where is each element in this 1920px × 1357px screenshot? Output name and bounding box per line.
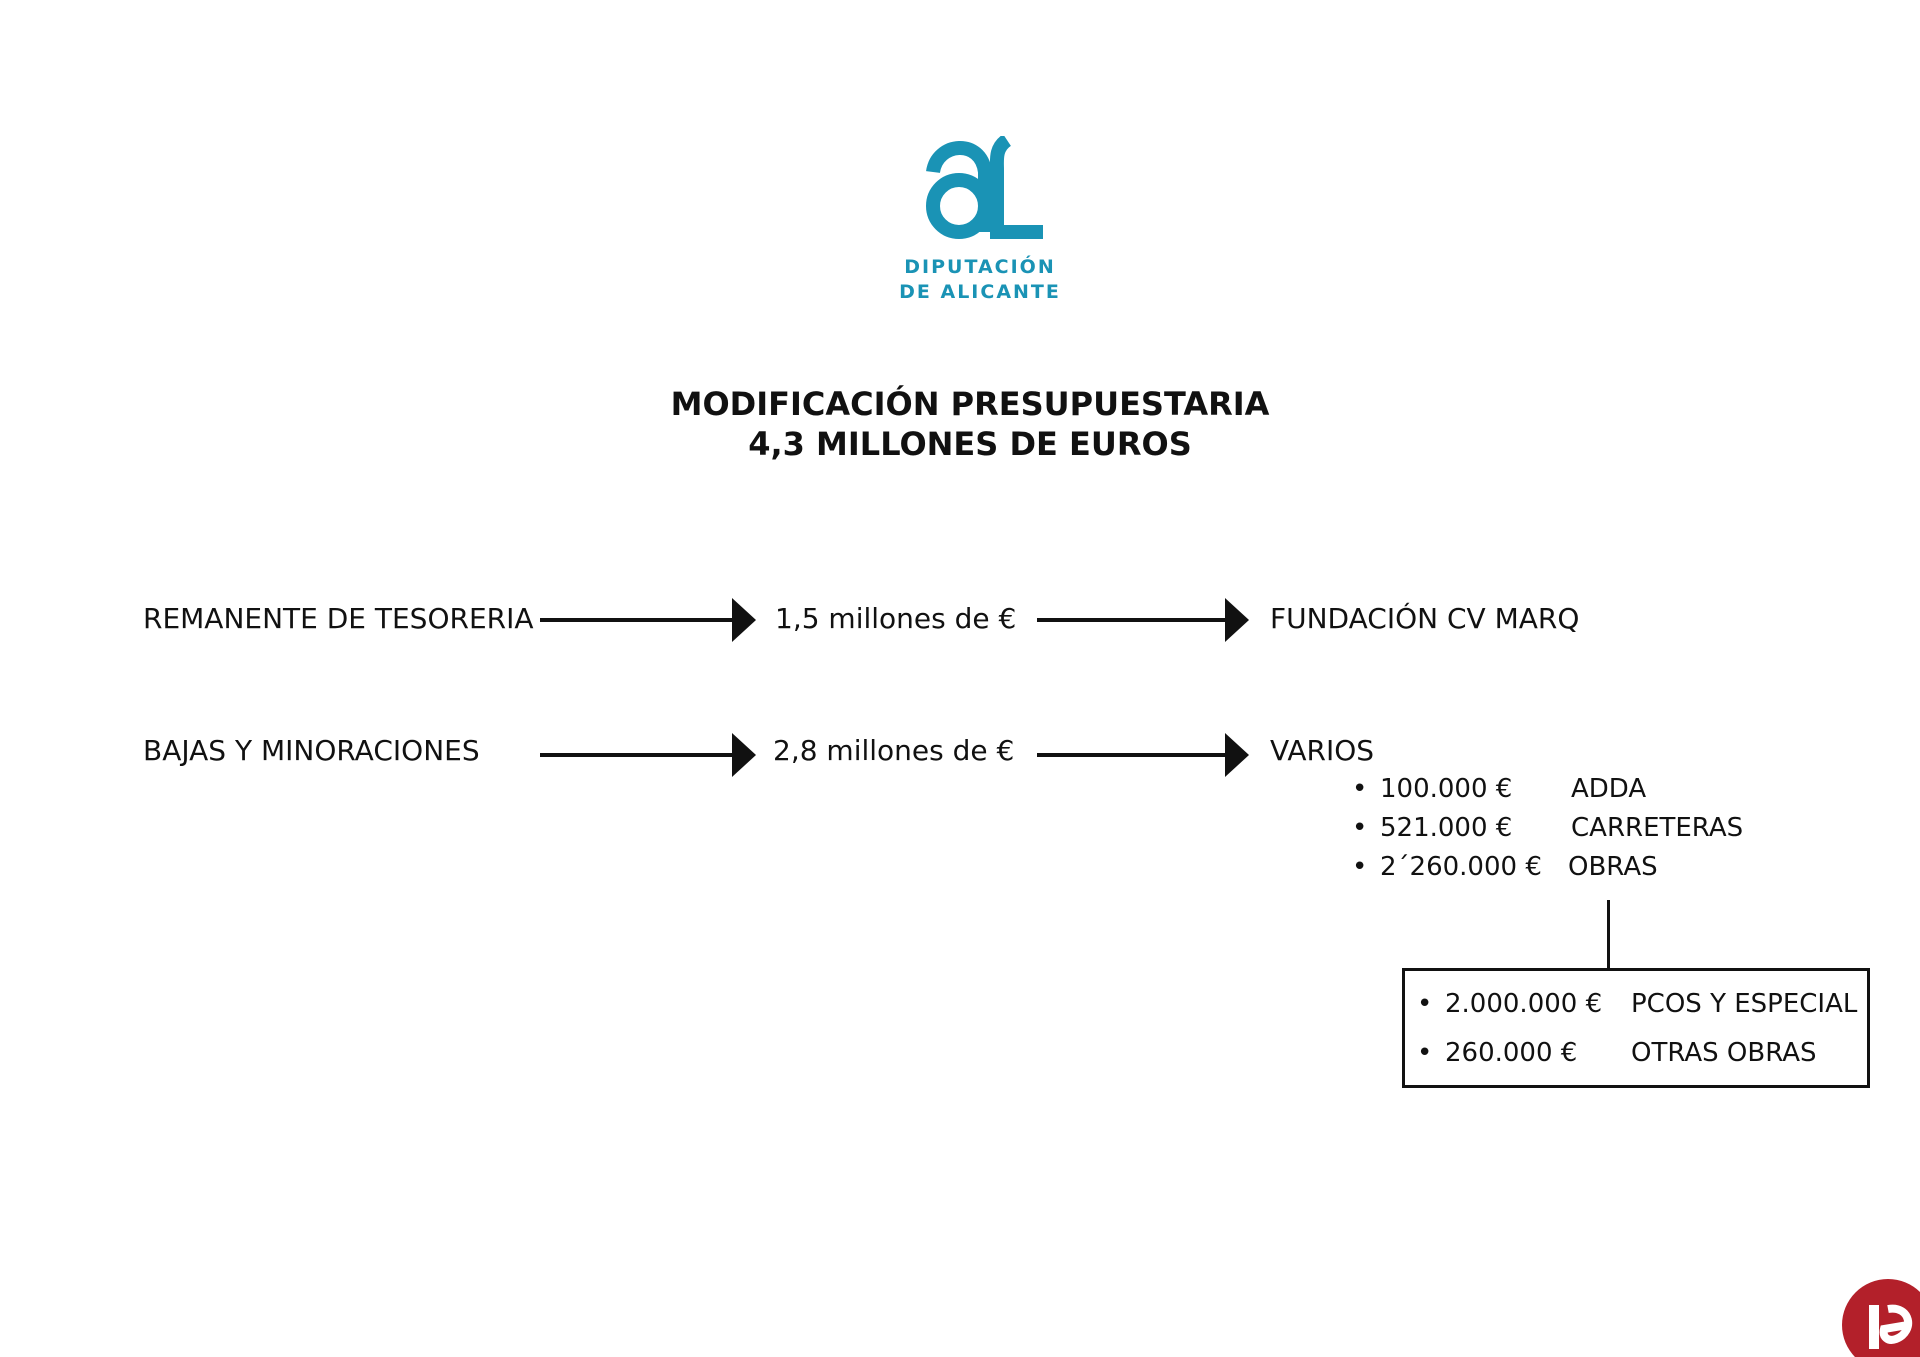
amount-label-remanente: 1,5 millones de €	[775, 602, 1017, 635]
item-amount: 2´260.000 €	[1380, 852, 1542, 882]
item-amount: 521.000 €	[1380, 813, 1513, 843]
corner-logo-icon	[1842, 1279, 1920, 1357]
item-name: OTRAS OBRAS	[1631, 1038, 1817, 1068]
bullet-icon: •	[1352, 852, 1368, 882]
arrow-right-icon	[540, 598, 756, 642]
obras-breakdown-box: • 2.000.000 € PCOS Y ESPECIAL • 260.000 …	[1402, 968, 1870, 1088]
source-label-bajas: BAJAS Y MINORACIONES	[143, 734, 480, 767]
bullet-icon: •	[1352, 774, 1368, 804]
page-title: MODIFICACIÓN PRESUPUESTARIA	[670, 385, 1270, 423]
arrow-right-icon	[540, 733, 756, 777]
source-label-remanente: REMANENTE DE TESORERIA	[143, 602, 534, 635]
amount-label-bajas: 2,8 millones de €	[773, 734, 1015, 767]
destination-label-marq: FUNDACIÓN CV MARQ	[1270, 602, 1580, 635]
item-amount: 260.000 €	[1445, 1038, 1578, 1068]
page-subtitle: 4,3 MILLONES DE EUROS	[748, 425, 1192, 463]
bullet-icon: •	[1417, 1038, 1433, 1068]
arrow-right-icon	[1037, 733, 1249, 777]
destination-label-varios: VARIOS	[1270, 734, 1375, 767]
bullet-icon: •	[1352, 813, 1368, 843]
item-amount: 100.000 €	[1380, 774, 1513, 804]
item-name: ADDA	[1571, 774, 1647, 804]
bullet-icon: •	[1417, 989, 1433, 1019]
item-name: OBRAS	[1568, 852, 1658, 882]
arrow-right-icon	[1037, 598, 1249, 642]
logo-text-line1: DIPUTACIÓN	[904, 256, 1056, 278]
item-amount: 2.000.000 €	[1445, 989, 1603, 1019]
item-name: CARRETERAS	[1571, 813, 1744, 843]
connector-line	[1607, 900, 1610, 968]
item-name: PCOS Y ESPECIAL	[1631, 989, 1858, 1019]
logo-text-line2: DE ALICANTE	[899, 281, 1061, 303]
diputacion-logo-icon	[926, 136, 1043, 239]
